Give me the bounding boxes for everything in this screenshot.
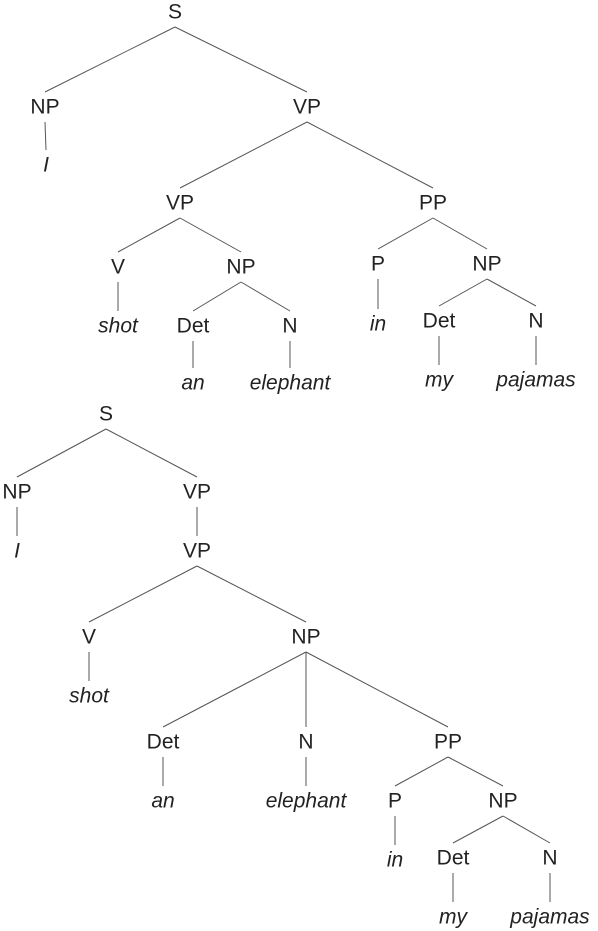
tree-2-edge-np2-pp1 bbox=[305, 651, 449, 728]
tree-2-node-np3: NP bbox=[488, 790, 517, 813]
tree-2-word-shot1: shot bbox=[69, 685, 110, 708]
tree-2-node-np2: NP bbox=[291, 626, 320, 649]
tree-1-word-an1: an bbox=[181, 372, 204, 395]
tree-1-edge-np2-n1 bbox=[240, 281, 291, 312]
tree-1-edge-vp1-pp1 bbox=[306, 121, 434, 189]
tree-1-node-np2: NP bbox=[226, 256, 255, 279]
tree-1-node-vp2: VP bbox=[166, 192, 194, 215]
tree-1-edge-vp1-vp2 bbox=[179, 121, 308, 189]
tree-1-edge-np2-det1 bbox=[192, 281, 242, 312]
tree-1-node-s: S bbox=[168, 1, 182, 24]
tree-2-node-p1: P bbox=[388, 790, 402, 813]
tree-1-node-n1: N bbox=[282, 315, 297, 338]
tree-1-edge-np3-n2 bbox=[486, 278, 537, 307]
tree-2-edge-pp1-np3 bbox=[447, 756, 504, 787]
tree-2-word-elephant1: elephant bbox=[266, 790, 348, 813]
tree-1-node-v1: V bbox=[111, 256, 125, 279]
tree-1-word-i1: I bbox=[43, 154, 49, 177]
tree-2-node-n1: N bbox=[298, 731, 313, 754]
tree-1-node-np1: NP bbox=[30, 96, 59, 119]
tree-2-edge-vp2-np2 bbox=[196, 565, 307, 623]
tree-2-edge-np3-det2 bbox=[452, 815, 504, 844]
tree-1-edge-pp1-np3 bbox=[432, 217, 488, 250]
tree-2-node-n2: N bbox=[542, 847, 557, 870]
tree-1-edge-np1-i1 bbox=[44, 121, 47, 151]
tree-1-word-pajamas1: pajamas bbox=[495, 369, 576, 392]
tree-edges bbox=[16, 26, 551, 902]
tree-2-edge-s-vp1 bbox=[105, 428, 198, 478]
tree-1-node-np3: NP bbox=[472, 253, 501, 276]
tree-1-node-det2: Det bbox=[423, 310, 456, 333]
tree-1-edge-pp1-p1 bbox=[377, 217, 434, 250]
tree-1-node-p1: P bbox=[371, 253, 385, 276]
tree-1-word-elephant1: elephant bbox=[250, 372, 332, 395]
tree-2-word-an1: an bbox=[151, 790, 174, 813]
tree-2-word-in1: in bbox=[387, 849, 403, 872]
tree-2-edge-vp2-v1 bbox=[88, 565, 198, 623]
tree-1-word-shot1: shot bbox=[98, 315, 139, 338]
tree-1-word-in1: in bbox=[370, 313, 386, 336]
tree-2-edge-pp1-p1 bbox=[394, 756, 449, 787]
tree-1-node-n2: N bbox=[528, 310, 543, 333]
tree-2-word-my1: my bbox=[439, 906, 468, 929]
tree-2-node-vp2: VP bbox=[183, 540, 211, 563]
tree-1-edge-vp2-v1 bbox=[117, 217, 181, 253]
tree-1-edge-s-vp1 bbox=[174, 26, 308, 93]
tree-2-node-np1: NP bbox=[2, 481, 31, 504]
tree-2-edge-np2-det1 bbox=[162, 651, 307, 728]
tree-1-node-vp1: VP bbox=[293, 96, 321, 119]
tree-2-word-i1: I bbox=[14, 540, 20, 563]
tree-2-node-s: S bbox=[99, 403, 113, 426]
tree-2-node-v1: V bbox=[82, 626, 96, 649]
tree-1-edge-s-np1 bbox=[44, 26, 176, 93]
tree-2-edge-np3-n2 bbox=[502, 815, 551, 844]
tree-2-node-vp1: VP bbox=[183, 481, 211, 504]
tree-1-node-pp1: PP bbox=[419, 192, 447, 215]
tree-2-node-pp1: PP bbox=[434, 731, 462, 754]
tree-1-edge-vp2-np2 bbox=[179, 217, 242, 253]
tree-1-node-det1: Det bbox=[177, 315, 210, 338]
tree-1-word-my1: my bbox=[425, 369, 454, 392]
tree-2-node-det2: Det bbox=[437, 847, 470, 870]
tree-2-word-pajamas1: pajamas bbox=[509, 906, 590, 929]
tree-2-node-det1: Det bbox=[147, 731, 180, 754]
tree-1-edge-np3-det2 bbox=[438, 278, 488, 307]
tree-2-edge-s-np1 bbox=[16, 428, 107, 478]
